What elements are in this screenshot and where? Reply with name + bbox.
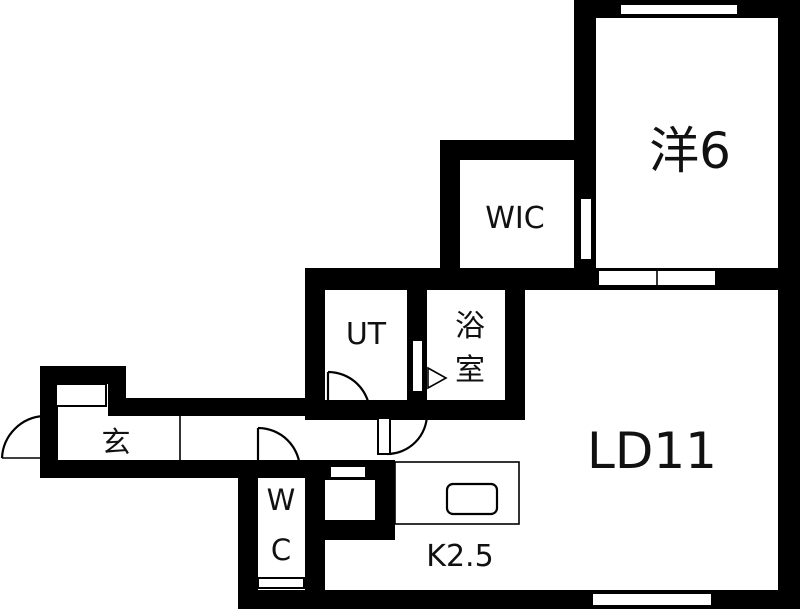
room-label-bath-2: 室 xyxy=(455,353,485,388)
room-label-western: 洋6 xyxy=(649,122,731,180)
room-label-wc-1: W xyxy=(267,483,296,517)
room-label-entrance: 玄 xyxy=(101,425,130,459)
room-labels: 洋6 WIC UT 浴 室 LD11 玄 W C K2.5 xyxy=(101,122,730,574)
room-label-kitchen: K2.5 xyxy=(426,539,493,574)
room-label-bath-1: 浴 xyxy=(455,309,485,344)
doors xyxy=(0,366,448,471)
room-label-wic: WIC xyxy=(485,201,544,236)
windows xyxy=(55,3,739,607)
room-label-wc-2: C xyxy=(271,533,291,567)
kitchen-counter xyxy=(394,461,520,525)
room-label-ld: LD11 xyxy=(587,422,717,480)
walls xyxy=(40,0,800,609)
room-label-ut: UT xyxy=(346,317,387,352)
